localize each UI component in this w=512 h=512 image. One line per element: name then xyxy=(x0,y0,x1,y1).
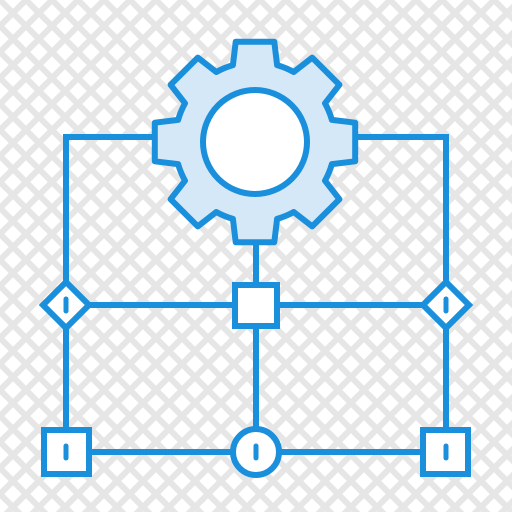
diamond-node-icon xyxy=(38,277,94,333)
circle-node-icon xyxy=(230,426,282,478)
gear-icon xyxy=(151,38,359,246)
square-node-icon xyxy=(232,282,280,329)
square-node-icon xyxy=(420,427,471,477)
diamond-node-icon xyxy=(418,277,474,333)
flowchart-lines xyxy=(63,134,449,455)
square-node-icon xyxy=(41,427,92,477)
